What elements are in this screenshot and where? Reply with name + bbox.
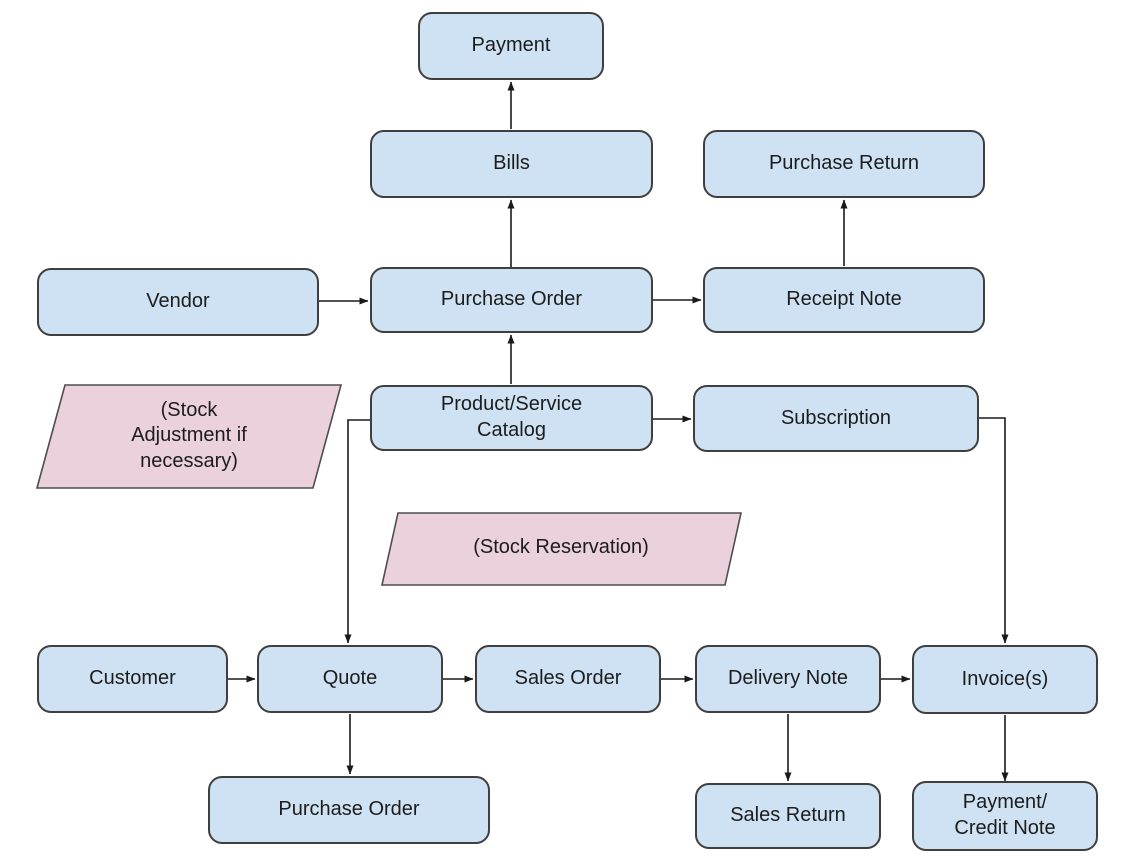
- edge-subscription-invoices: [979, 417, 1009, 644]
- stock-reservation-parallelogram: [381, 512, 742, 586]
- node-payment: Payment: [418, 12, 604, 80]
- node-bills: Bills: [370, 130, 653, 198]
- node-sales-order: Sales Order: [475, 645, 661, 713]
- node-subscription: Subscription: [693, 385, 979, 452]
- edge-catalog-quote: [344, 419, 370, 644]
- node-product-service-catalog: Product/Service Catalog: [370, 385, 653, 451]
- node-receipt-note: Receipt Note: [703, 267, 985, 333]
- node-customer: Customer: [37, 645, 228, 713]
- node-vendor: Vendor: [37, 268, 319, 336]
- node-payment-credit-note: Payment/ Credit Note: [912, 781, 1098, 851]
- node-delivery-note: Delivery Note: [695, 645, 881, 713]
- node-purchase-order-bottom: Purchase Order: [208, 776, 490, 844]
- node-sales-return: Sales Return: [695, 783, 881, 849]
- stock-reservation-label: (Stock Reservation): [473, 536, 649, 559]
- node-quote: Quote: [257, 645, 443, 713]
- stock-adjustment-label: (Stock Adjustment if necessary): [131, 398, 247, 472]
- stock-adjustment-parallelogram: [35, 384, 343, 489]
- node-purchase-order-top: Purchase Order: [370, 267, 653, 333]
- node-invoices: Invoice(s): [912, 645, 1098, 714]
- node-purchase-return: Purchase Return: [703, 130, 985, 198]
